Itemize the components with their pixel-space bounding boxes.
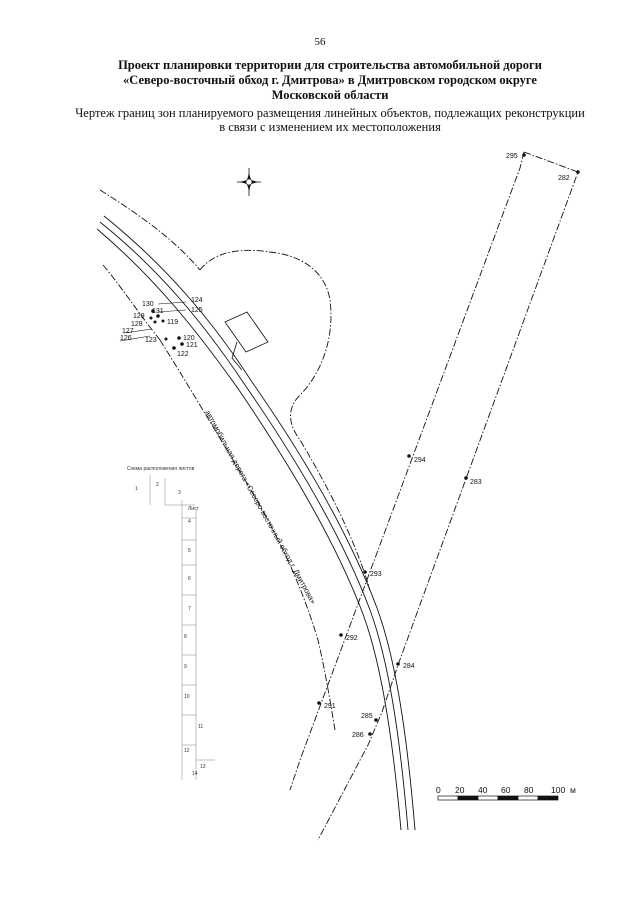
sheet-5: 5 [188,548,191,554]
point-label-125: 125 [191,307,203,314]
point-cluster: 124 125 130 131 129 128 119 127 126 120 … [119,297,203,358]
title-line-3: Московской области [271,88,389,102]
sheet-current: Лист [188,506,200,512]
sheet-13: 13 [200,764,206,770]
sheet-4: 4 [188,519,191,525]
sheet-12: 12 [184,748,190,754]
point-label-122: 122 [177,351,189,358]
building-outline [224,311,269,371]
sheet-2: 2 [156,482,159,488]
zone-boundary-right [289,151,579,841]
north-arrow-icon [237,168,261,196]
title-line-1: Проект планировки территории для строите… [118,58,542,72]
point-label-127: 127 [122,328,134,335]
scale-tick-100: 100 [551,785,565,795]
sheet-11: 11 [198,724,203,730]
point-label-131: 131 [152,308,164,315]
point-label-121: 121 [186,342,198,349]
scale-tick-60: 60 [501,785,511,795]
point-label-283: 283 [470,479,482,486]
sheet-9: 9 [184,664,187,670]
scale-bar: 0 20 40 60 80 100 м [436,785,576,801]
point-label-291: 291 [324,703,336,710]
scale-tick-80: 80 [524,785,534,795]
sheet-10: 10 [184,694,190,700]
scale-unit: м [570,785,576,795]
point-label-119: 119 [167,319,178,326]
zone-boundary-left [99,189,371,731]
point-label-286: 286 [352,732,364,739]
subtitle-line-1: Чертеж границ зон планируемого размещени… [75,106,585,120]
point-label-294: 294 [414,457,426,464]
scale-tick-0: 0 [436,785,441,795]
sheet-1: 1 [135,486,138,492]
point-label-120: 120 [183,335,195,342]
subtitle-line-2: в связи с изменением их местоположения [219,120,441,134]
sheet-index-title: Схема расположения листов [127,466,195,472]
point-label-124: 124 [191,297,203,304]
point-label-130: 130 [142,301,154,308]
road-label: автомобильная дорога «Северо-восточный о… [203,409,318,606]
page-subtitle: Чертеж границ зон планируемого размещени… [40,106,620,134]
sheet-index: Схема расположения листов 1 2 3 Лист 4 5… [127,466,215,780]
road-lines [96,215,416,831]
sheet-8: 8 [184,634,187,640]
point-label-128: 128 [131,321,143,328]
point-label-126: 126 [120,335,132,342]
point-label-293: 293 [370,571,382,578]
title-line-2: «Северо-восточный обход г. Дмитрова» в Д… [123,73,537,87]
point-label-285: 285 [361,713,373,720]
page-number: 56 [314,36,326,48]
point-label-284: 284 [403,663,415,670]
point-label-282: 282 [558,175,570,182]
scale-tick-40: 40 [478,785,488,795]
point-label-292: 292 [346,635,358,642]
sheet-3: 3 [178,490,181,496]
page-title: Проект планировки территории для строите… [60,58,600,103]
scale-tick-20: 20 [455,785,465,795]
sheet-14: 14 [192,771,198,777]
boundary-points: 295 282 294 283 293 292 284 291 285 286 [317,153,580,739]
sheet-7: 7 [188,606,191,612]
point-label-123: 123 [145,337,157,344]
sheet-6: 6 [188,576,191,582]
point-label-295: 295 [506,153,518,160]
point-label-129: 129 [133,313,145,320]
